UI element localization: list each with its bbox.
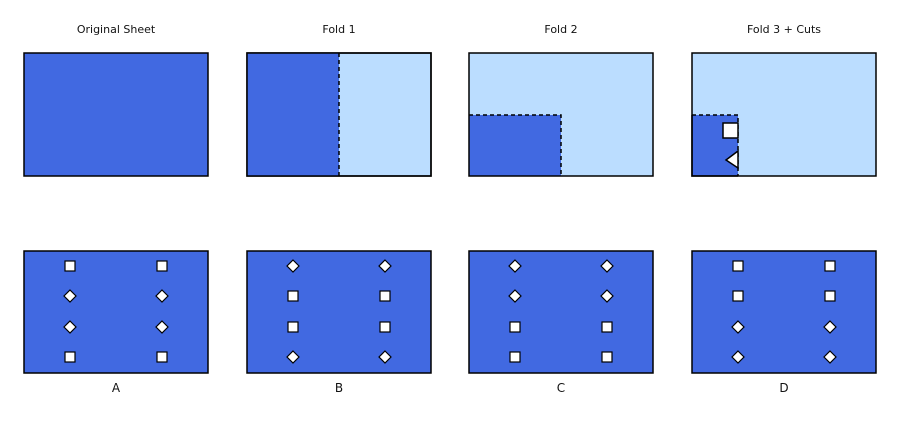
option-label: B xyxy=(335,381,343,395)
diamond-hole xyxy=(823,350,837,364)
step-fold-2: Fold 2 xyxy=(468,23,654,177)
option-b[interactable]: B xyxy=(246,250,432,395)
square-hole xyxy=(156,260,168,272)
fold-2-border xyxy=(468,52,654,177)
square-hole xyxy=(379,321,391,333)
square-hole xyxy=(287,290,299,302)
option-label: D xyxy=(779,381,788,395)
option-d[interactable]: D xyxy=(691,250,877,395)
fold-2-crease xyxy=(469,114,562,176)
square-hole xyxy=(824,260,836,272)
diamond-hole xyxy=(823,320,837,334)
diamond-hole xyxy=(286,350,300,364)
answer-options: A B C D xyxy=(23,250,877,395)
option-c[interactable]: C xyxy=(468,250,654,395)
diamond-hole xyxy=(508,289,522,303)
fold-1-border xyxy=(246,52,432,177)
square-hole xyxy=(509,351,521,363)
diamond-hole xyxy=(378,259,392,273)
fold-2-folded-part xyxy=(469,115,561,176)
square-hole xyxy=(64,260,76,272)
step-title-fold-3: Fold 3 + Cuts xyxy=(747,23,821,36)
diamond-hole xyxy=(63,289,77,303)
option-sheet xyxy=(23,250,209,374)
diamond-hole xyxy=(731,350,745,364)
square-hole xyxy=(732,290,744,302)
diamond-hole xyxy=(731,320,745,334)
square-hole xyxy=(732,260,744,272)
square-hole xyxy=(156,351,168,363)
diamond-hole xyxy=(378,350,392,364)
diamond-hole xyxy=(286,259,300,273)
fold-3-border xyxy=(691,52,877,177)
step-fold-1: Fold 1 xyxy=(246,23,432,177)
diamond-hole xyxy=(508,259,522,273)
option-a[interactable]: A xyxy=(23,250,209,395)
step-title-fold-2: Fold 2 xyxy=(544,23,577,36)
square-hole xyxy=(379,290,391,302)
square-hole xyxy=(824,290,836,302)
square-hole xyxy=(601,351,613,363)
fold-1-folded-part xyxy=(247,53,339,176)
square-cut xyxy=(722,122,739,139)
square-hole xyxy=(509,321,521,333)
step-title-original: Original Sheet xyxy=(77,23,156,36)
original-sheet-paper xyxy=(23,52,209,177)
option-sheet xyxy=(691,250,877,374)
diamond-hole xyxy=(155,320,169,334)
option-sheet xyxy=(246,250,432,374)
step-original-sheet: Original Sheet xyxy=(23,23,209,177)
square-hole xyxy=(287,321,299,333)
triangle-notch-cut xyxy=(724,149,739,170)
option-sheet xyxy=(468,250,654,374)
diamond-hole xyxy=(600,289,614,303)
square-hole xyxy=(64,351,76,363)
diamond-hole xyxy=(600,259,614,273)
option-label: A xyxy=(112,381,121,395)
step-title-fold-1: Fold 1 xyxy=(322,23,355,36)
diamond-hole xyxy=(155,289,169,303)
option-label: C xyxy=(557,381,565,395)
step-fold-3-cuts: Fold 3 + Cuts xyxy=(691,23,877,177)
square-hole xyxy=(601,321,613,333)
diamond-hole xyxy=(63,320,77,334)
